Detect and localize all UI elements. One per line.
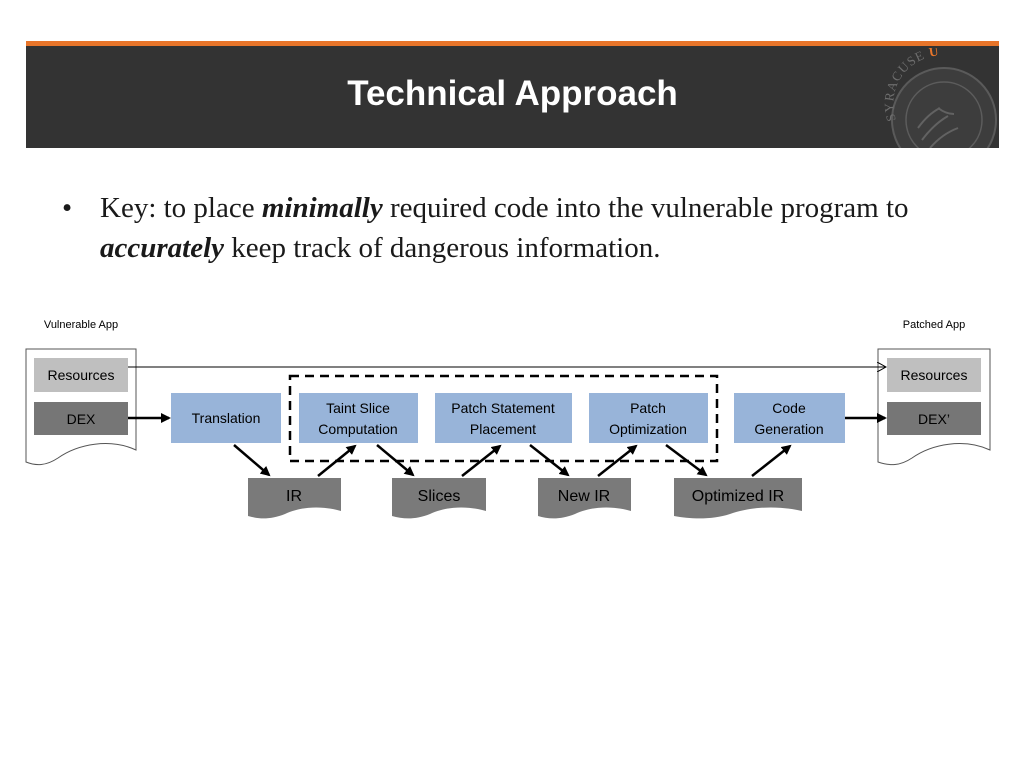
taint-slice-to-slices-arrow <box>376 444 415 477</box>
new-ir-artifact <box>538 478 631 519</box>
optimized-ir-to-code-generation-arrow <box>751 444 792 477</box>
slices-artifact <box>392 478 486 519</box>
slices-label: Slices <box>418 488 461 505</box>
patch-optimization-to-optimized-ir-arrow <box>665 444 708 477</box>
taint-slice-step <box>299 393 418 443</box>
left-dex-box <box>34 402 128 435</box>
header-accent-line <box>26 41 999 46</box>
patch-statement-label-line1: Patch Statement <box>451 400 555 416</box>
patch-optimization-label-line2: Optimization <box>609 421 687 437</box>
patching-stage-group <box>288 374 719 463</box>
slide-title: Technical Approach <box>347 74 678 113</box>
right-dex-label: DEX’ <box>918 411 950 427</box>
right-resources-label: Resources <box>901 367 968 383</box>
translation-label: Translation <box>192 410 261 426</box>
bullet-text: Key: to place minimally required code in… <box>100 188 960 268</box>
vulnerable-app-label: Vulnerable App <box>44 319 118 331</box>
translation-to-ir-arrow <box>233 444 271 477</box>
bullet-emphasis-minimally: minimally <box>261 192 383 224</box>
bullet-prefix: Key: to place <box>100 192 262 224</box>
bullet-emphasis-accurately: accurately <box>100 232 225 264</box>
optimized-ir-label: Optimized IR <box>692 488 784 505</box>
left-resources-label: Resources <box>48 367 115 383</box>
ir-label: IR <box>286 488 302 505</box>
bullet-marker: • <box>62 192 73 224</box>
patched-app-label: Patched App <box>903 319 965 331</box>
patch-optimization-step <box>589 393 708 443</box>
left-resources-box <box>34 358 128 392</box>
code-generation-step <box>734 393 845 443</box>
left-dex-label: DEX <box>67 411 96 427</box>
new-ir-to-patch-optimization-arrow <box>597 444 638 477</box>
new-ir-label: New IR <box>558 488 610 505</box>
right-dex-box <box>887 402 981 435</box>
ir-artifact <box>248 478 341 519</box>
patch-statement-to-new-ir-arrow <box>529 444 570 477</box>
right-resources-box <box>887 358 981 392</box>
translation-step <box>171 393 281 443</box>
patch-statement-step <box>435 393 572 443</box>
code-generation-label-line1: Code <box>772 400 806 416</box>
ir-to-taint-slice-arrow <box>317 444 357 477</box>
optimized-ir-artifact <box>674 478 802 519</box>
code-generation-label-line2: Generation <box>754 421 823 437</box>
university-seal-logo: SYRACUSE U <box>881 48 997 148</box>
taint-slice-label-line1: Taint Slice <box>326 400 390 416</box>
patch-optimization-label-line1: Patch <box>630 400 666 416</box>
slices-to-patch-statement-arrow <box>461 444 502 477</box>
bullet-suffix: keep track of dangerous information. <box>224 232 661 264</box>
taint-slice-label-line2: Computation <box>318 421 397 437</box>
patch-statement-label-line2: Placement <box>470 421 536 437</box>
bullet-middle: required code into the vulnerable progra… <box>382 192 909 224</box>
slide-header: Technical Approach <box>26 46 999 148</box>
